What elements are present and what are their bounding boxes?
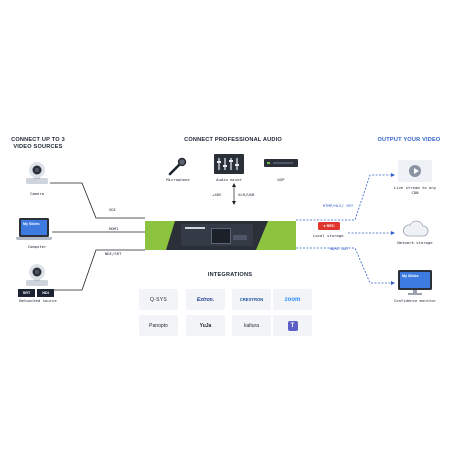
rec-badge: ● REC: [318, 222, 340, 230]
hdmi-label: HDMI: [109, 226, 119, 231]
hdmi-out-line: [296, 247, 392, 284]
dsp-label: DSP: [277, 177, 285, 182]
network-storage-label: Network storage: [397, 240, 433, 245]
ndi-badge: NDI: [37, 289, 54, 297]
srt-badge: SRT: [18, 289, 35, 297]
audio-mixer-icon: [214, 154, 244, 174]
live-stream-icon: [398, 160, 432, 182]
integrations-heading: INTEGRATIONS: [207, 272, 253, 278]
integration-qsys: Q-SYS: [139, 289, 178, 310]
integration-panopto: Panopto: [139, 315, 178, 336]
networked-camera-icon: [22, 262, 52, 288]
audio-power-label: +48V: [212, 192, 222, 197]
device-right-panel: [256, 221, 296, 250]
integration-kaltura: kaltura: [232, 315, 271, 336]
integration-extron: Extron.: [186, 289, 225, 310]
output-heading: OUTPUT YOUR VIDEO: [377, 137, 441, 143]
audio-type-label: XLR/USB: [238, 192, 255, 197]
sdi-label: SDI: [109, 207, 117, 212]
rtmp-label: RTMP/HLS/ SRT: [322, 203, 354, 208]
hdmi-out-label: HDMI OUT: [329, 246, 349, 251]
local-storage-label: Local storage: [313, 233, 344, 238]
live-stream-label: Live stream to any CDN: [393, 185, 437, 195]
device-left-panel: [145, 221, 175, 250]
audio-mixer-label: Audio mixer: [216, 177, 242, 182]
confidence-monitor-label: Confidence monitor: [393, 298, 437, 303]
ndi-srt-line: [50, 249, 145, 291]
networked-source-label: Networked source: [19, 298, 57, 303]
device-screen: [211, 228, 231, 244]
sdi-line: [50, 182, 145, 219]
microphone-label: Microphone: [166, 177, 190, 182]
monitor-icon: My Slides: [398, 270, 432, 296]
encoder-device: [145, 221, 296, 250]
sources-heading: CONNECT UP TO 3 VIDEO SOURCES: [11, 137, 65, 150]
dsp-icon: [264, 159, 298, 167]
microphone-icon: [166, 156, 190, 176]
integration-zoom: zoom: [273, 289, 312, 310]
laptop-icon: My Slides: [16, 218, 52, 244]
camera-label: Camera: [29, 191, 45, 196]
ndi-srt-label: NDI/SRT: [105, 251, 122, 256]
laptop-screen-text: My Slides: [23, 222, 40, 226]
cloud-icon: [400, 220, 430, 238]
integration-yuja: YuJa: [186, 315, 225, 336]
teams-logo-icon: T: [287, 320, 298, 331]
rtmp-line: [296, 174, 392, 221]
camera-icon: [22, 160, 52, 186]
integration-crestron: CRESTRON: [232, 289, 271, 310]
computer-label: Computer: [27, 244, 47, 249]
integration-teams: T: [273, 315, 312, 336]
monitor-screen-text: My Slides: [402, 274, 419, 278]
audio-heading: CONNECT PROFESSIONAL AUDIO: [184, 137, 282, 143]
